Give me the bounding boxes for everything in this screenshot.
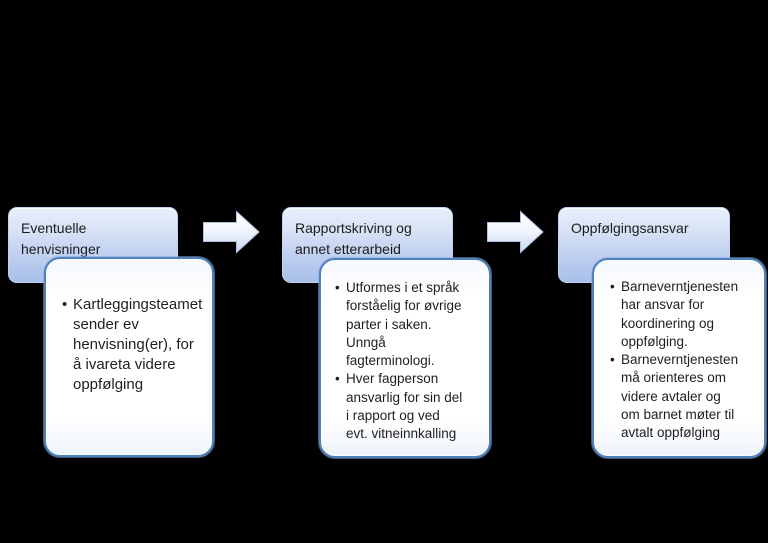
bullet-item: Utformes i et språk forståelig for øvrig… — [335, 279, 485, 370]
bullet-item: Barneverntjenesten har ansvar for koordi… — [610, 278, 760, 351]
stage-title: Oppfølgingsansvar — [571, 220, 689, 236]
stage-details-rapportskriving: Utformes i et språk forståelig for øvrig… — [319, 258, 491, 458]
stage-title: Eventuelle henvisninger — [21, 220, 101, 257]
bullet-text: Hver fagperson ansvarlig for sin del i r… — [346, 371, 463, 442]
bullet-item: Barneverntjenesten må orienteres om vide… — [610, 351, 760, 442]
arrow-right-icon — [487, 210, 544, 254]
bullet-text: Kartleggingsteamet sender ev henvisning(… — [73, 296, 203, 393]
bullet-text: Barneverntjenesten har ansvar for koordi… — [621, 279, 739, 349]
stage-title: Rapportskriving og annet etterarbeid — [295, 220, 412, 257]
stage-details-oppfolgingsansvar: Barneverntjenesten har ansvar for koordi… — [592, 258, 766, 458]
stage-details-eventuelle-henvisninger: Kartleggingsteamet sender ev henvisning(… — [44, 257, 214, 457]
bullet-list: Kartleggingsteamet sender ev henvisning(… — [46, 259, 212, 395]
bullet-text: Utformes i et språk forståelig for øvrig… — [346, 280, 462, 369]
bullet-list: Utformes i et språk forståelig for øvrig… — [321, 260, 489, 444]
arrow-right-icon — [203, 210, 260, 254]
stage-header-rapportskriving: Rapportskriving og annet etterarbeid — [282, 207, 453, 283]
bullet-item: Hver fagperson ansvarlig for sin del i r… — [335, 370, 485, 443]
bullet-item: Kartleggingsteamet sender ev henvisning(… — [62, 295, 206, 395]
bullet-list: Barneverntjenesten har ansvar for koordi… — [594, 260, 764, 443]
bullet-text: Barneverntjenesten må orienteres om vide… — [621, 352, 739, 441]
